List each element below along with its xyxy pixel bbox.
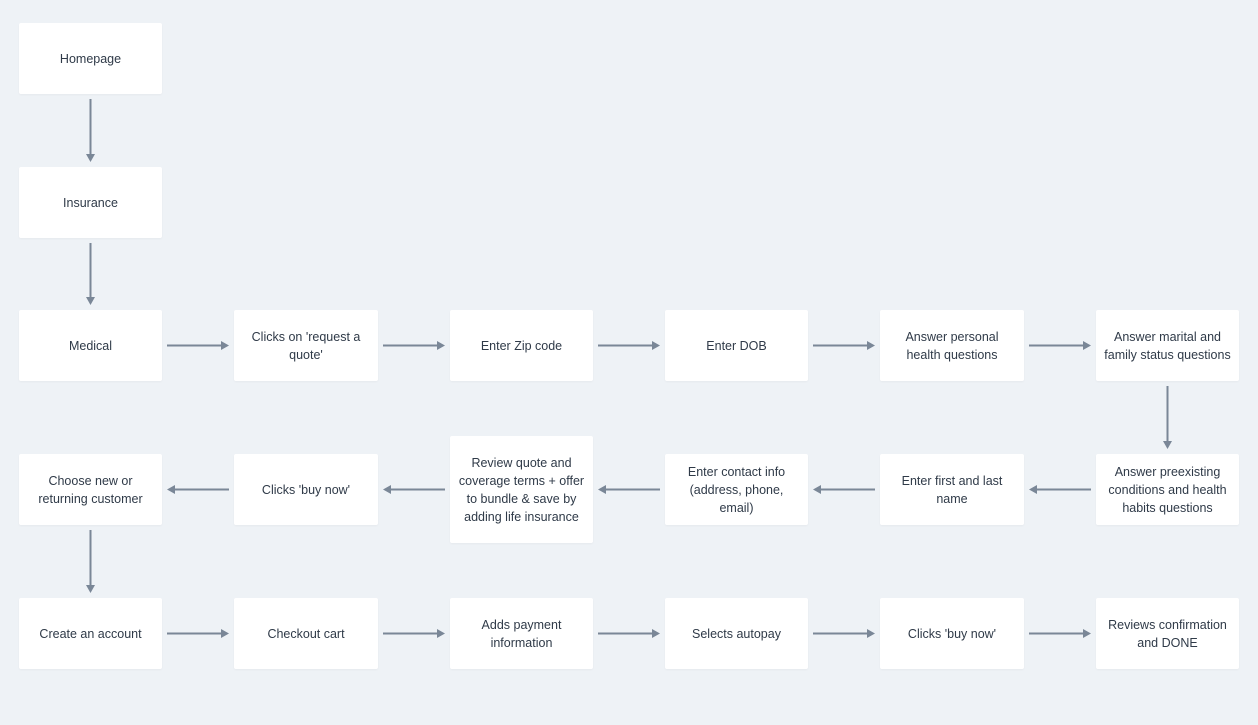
- connector-checkout-to-payment: [383, 629, 445, 638]
- arrowhead-icon: [221, 341, 229, 350]
- arrowhead-icon: [1083, 341, 1091, 350]
- connector-request-quote-to-zip: [383, 341, 445, 350]
- node-contact[interactable]: Enter contact info (address, phone, emai…: [665, 454, 808, 525]
- connector-marital-to-preexisting: [1163, 386, 1172, 449]
- connector-buy-now-2-to-confirmation: [1029, 629, 1091, 638]
- arrowhead-icon: [1083, 629, 1091, 638]
- arrowhead-icon: [86, 154, 95, 162]
- node-checkout[interactable]: Checkout cart: [234, 598, 378, 669]
- node-preexisting[interactable]: Answer preexisting conditions and health…: [1096, 454, 1239, 525]
- connector-homepage-to-insurance: [86, 99, 95, 162]
- node-payment[interactable]: Adds payment information: [450, 598, 593, 669]
- node-zip[interactable]: Enter Zip code: [450, 310, 593, 381]
- node-confirmation[interactable]: Reviews confirmation and DONE: [1096, 598, 1239, 669]
- node-medical[interactable]: Medical: [19, 310, 162, 381]
- node-marital[interactable]: Answer marital and family status questio…: [1096, 310, 1239, 381]
- connector-payment-to-autopay: [598, 629, 660, 638]
- connector-new-or-returning-to-create-account: [86, 530, 95, 593]
- connector-zip-to-dob: [598, 341, 660, 350]
- node-insurance[interactable]: Insurance: [19, 167, 162, 238]
- arrowhead-icon: [813, 485, 821, 494]
- arrowhead-icon: [437, 629, 445, 638]
- connector-create-account-to-checkout: [167, 629, 229, 638]
- node-autopay[interactable]: Selects autopay: [665, 598, 808, 669]
- arrowhead-icon: [167, 485, 175, 494]
- arrowhead-icon: [1029, 485, 1037, 494]
- node-buy-now-2[interactable]: Clicks 'buy now': [880, 598, 1024, 669]
- node-buy-now-1[interactable]: Clicks 'buy now': [234, 454, 378, 525]
- arrowhead-icon: [86, 297, 95, 305]
- arrowhead-icon: [86, 585, 95, 593]
- connector-medical-to-request-quote: [167, 341, 229, 350]
- connector-buy-now-1-to-new-or-returning: [167, 485, 229, 494]
- node-request-quote[interactable]: Clicks on 'request a quote': [234, 310, 378, 381]
- arrowhead-icon: [221, 629, 229, 638]
- node-review-quote[interactable]: Review quote and coverage terms + offer …: [450, 436, 593, 543]
- connector-contact-to-review-quote: [598, 485, 660, 494]
- node-name[interactable]: Enter first and last name: [880, 454, 1024, 525]
- connector-autopay-to-buy-now-2: [813, 629, 875, 638]
- connector-health-questions-to-marital: [1029, 341, 1091, 350]
- node-create-account[interactable]: Create an account: [19, 598, 162, 669]
- arrowhead-icon: [598, 485, 606, 494]
- node-dob[interactable]: Enter DOB: [665, 310, 808, 381]
- arrowhead-icon: [867, 629, 875, 638]
- connector-insurance-to-medical: [86, 243, 95, 305]
- arrowhead-icon: [652, 629, 660, 638]
- node-health-questions[interactable]: Answer personal health questions: [880, 310, 1024, 381]
- node-new-or-returning[interactable]: Choose new or returning customer: [19, 454, 162, 525]
- arrowhead-icon: [437, 341, 445, 350]
- arrowhead-icon: [1163, 441, 1172, 449]
- node-homepage[interactable]: Homepage: [19, 23, 162, 94]
- arrowhead-icon: [652, 341, 660, 350]
- connector-name-to-contact: [813, 485, 875, 494]
- arrowhead-icon: [383, 485, 391, 494]
- connector-dob-to-health-questions: [813, 341, 875, 350]
- connector-review-quote-to-buy-now-1: [383, 485, 445, 494]
- arrowhead-icon: [867, 341, 875, 350]
- connector-preexisting-to-name: [1029, 485, 1091, 494]
